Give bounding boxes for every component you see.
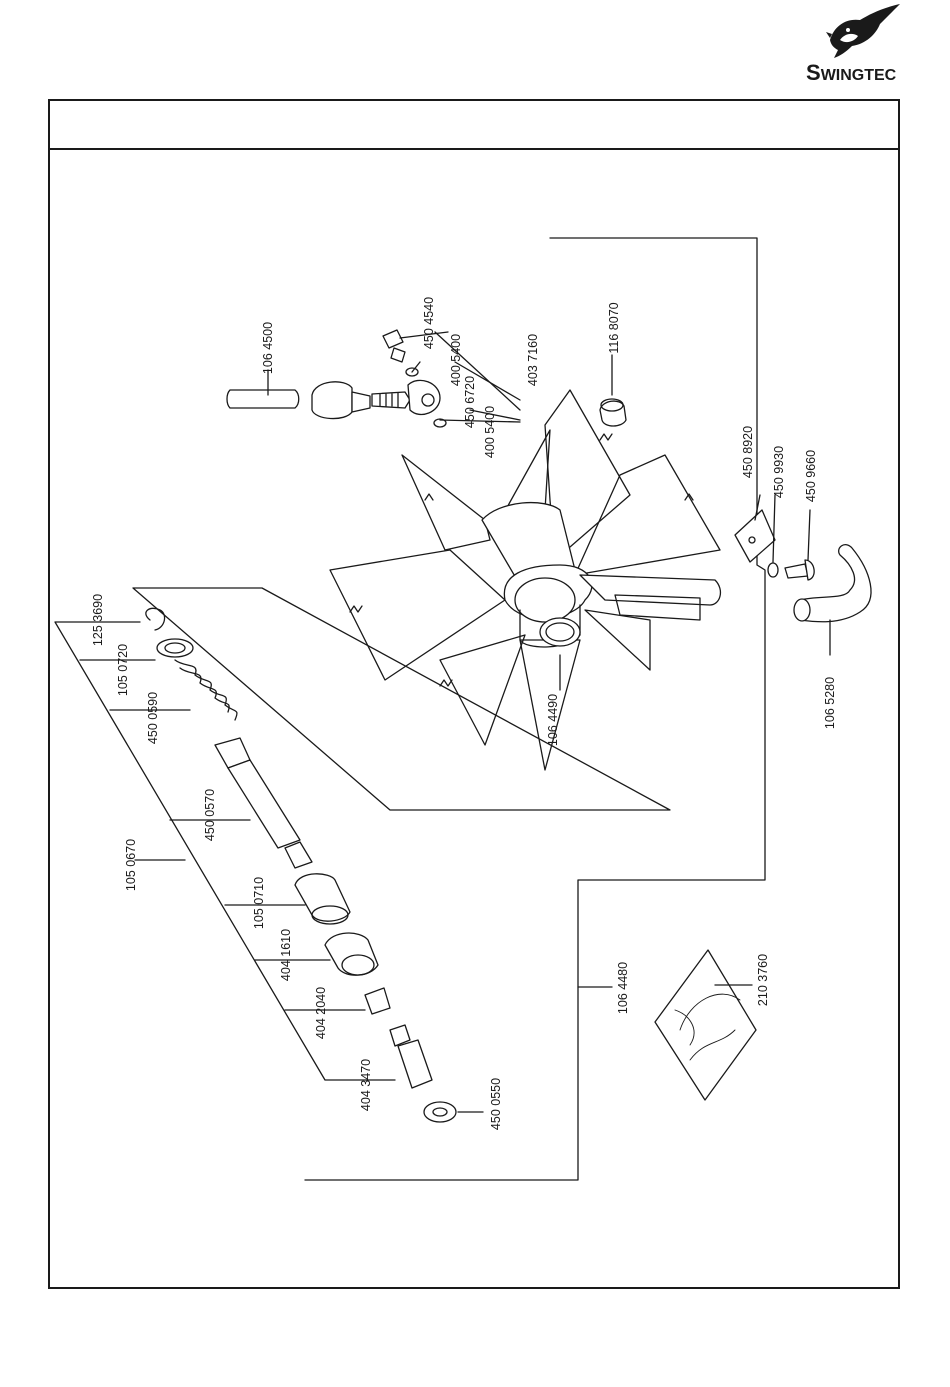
part-label-4504540: 450 4540 [422, 297, 436, 349]
part-label-1064500: 106 4500 [261, 322, 275, 374]
part-label-4043470: 404 3470 [359, 1059, 373, 1111]
part-label-4509930: 450 9930 [772, 446, 786, 498]
part-label-1050710: 105 0710 [252, 877, 266, 929]
part-label-1050670: 105 0670 [124, 839, 138, 891]
part-label-4500590: 450 0590 [146, 692, 160, 744]
part-label-4508920: 450 8920 [741, 426, 755, 478]
part-label-1064490: 106 4490 [546, 694, 560, 746]
part-label-4500570: 450 0570 [203, 789, 217, 841]
part-label-4509660: 450 9660 [804, 450, 818, 502]
part-label-2103760: 210 3760 [756, 954, 770, 1006]
part-label-4041610: 404 1610 [279, 929, 293, 981]
part-label-4042040: 404 2040 [314, 987, 328, 1039]
part-label-4506720: 450 6720 [463, 376, 477, 428]
part-label-4037160: 403 7160 [526, 334, 540, 386]
part-label-1050720: 105 0720 [116, 644, 130, 696]
part-label-1253690: 125 3690 [91, 594, 105, 646]
part-label-4500550: 450 0550 [489, 1078, 503, 1130]
part-label-1168070: 116 8070 [607, 302, 621, 353]
part-label-4005400-a: 400 5400 [449, 334, 463, 386]
part-label-1065280: 106 5280 [823, 677, 837, 729]
part-label-1064480: 106 4480 [616, 962, 630, 1014]
part-label-4005400-b: 400 5400 [483, 406, 497, 458]
